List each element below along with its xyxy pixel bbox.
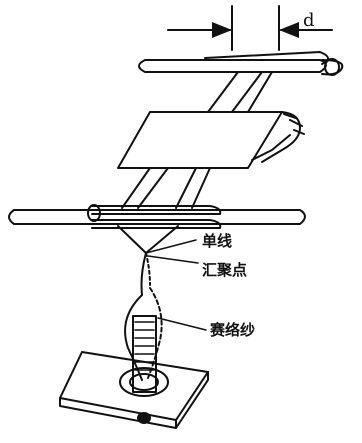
single-thread-label: 单线 — [202, 232, 232, 250]
converging-strands — [117, 225, 199, 264]
front-roller — [8, 204, 306, 229]
yarn-path — [140, 252, 151, 296]
dimension-marker — [167, 5, 333, 51]
middle-apron — [117, 111, 305, 169]
ring-plate — [59, 351, 209, 429]
convergence-point-label: 汇聚点 — [202, 261, 247, 279]
dimension-label: d — [303, 10, 315, 31]
top-roller — [138, 51, 344, 76]
wrapped-yarn-label: 赛络纱 — [209, 321, 255, 339]
balloon-bobbin — [124, 287, 207, 393]
mid-strands — [121, 167, 211, 209]
upper-strands — [207, 71, 273, 113]
